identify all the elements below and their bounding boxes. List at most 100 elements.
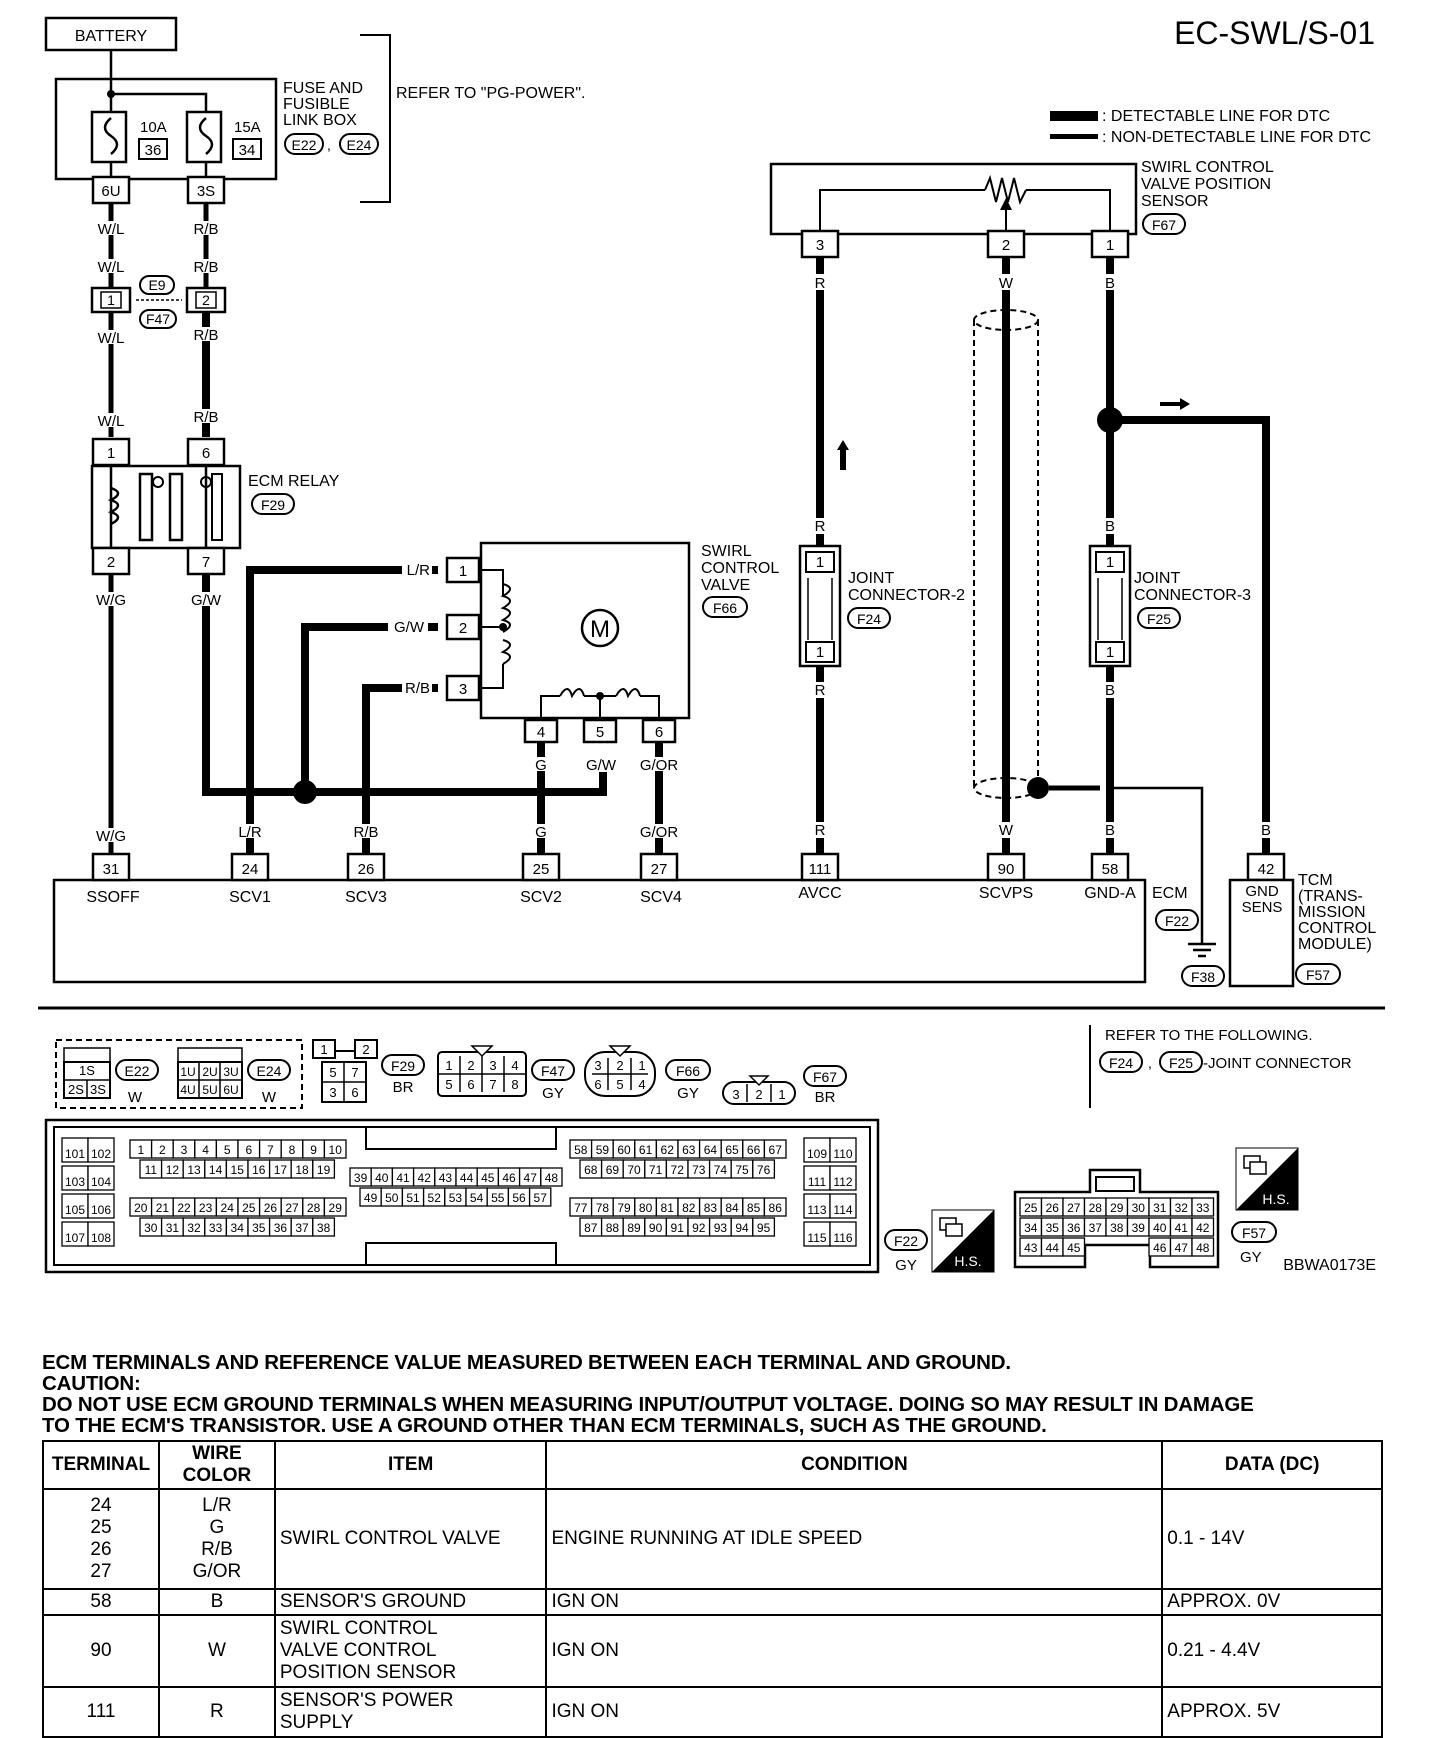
page-id: EC-SWL/S-01 xyxy=(1174,15,1375,51)
valve-terminal-1: 1 xyxy=(459,563,467,580)
joint3-line1: JOINT xyxy=(1134,570,1180,587)
view-conn-f66: F66 xyxy=(676,1063,700,1079)
face-conn-f22: F22 xyxy=(894,1233,918,1249)
pin-cell xyxy=(829,1221,857,1247)
ecm-terminal-27: 27 xyxy=(651,861,668,878)
tcm-line1: TCM xyxy=(1298,872,1333,889)
cell-terminal: 26 xyxy=(90,1539,112,1560)
pin-cell xyxy=(763,1139,787,1159)
face-color-f57: GY xyxy=(1240,1249,1262,1266)
header-wire-color: WIRE COLOR xyxy=(157,1440,276,1490)
pin-label: 40 xyxy=(1153,1221,1167,1235)
f66-cell-5: 5 xyxy=(616,1077,623,1092)
pin-cell xyxy=(312,1159,336,1179)
conn-e9: E9 xyxy=(148,277,165,293)
pin-label: 93 xyxy=(714,1221,728,1235)
ecm-pin-scv4: SCV4 xyxy=(640,889,682,906)
fuse-box-line2: FUSIBLE xyxy=(283,96,350,113)
f66-cell-1: 1 xyxy=(638,1058,645,1073)
f66-cell-3: 3 xyxy=(594,1058,601,1073)
pin-cell xyxy=(752,1217,776,1237)
e22-cell-1s: 1S xyxy=(79,1063,95,1078)
scvps-terminal-1: 1 xyxy=(1106,237,1114,254)
fuse-left-number: 36 xyxy=(145,142,162,159)
fuse-box-line3: LINK BOX xyxy=(283,112,357,129)
row4-terminal: 111 xyxy=(42,1686,160,1738)
f29-cell-6: 6 xyxy=(351,1085,358,1100)
wire-gw-valve: G/W xyxy=(394,619,425,636)
e24-cell-1u: 1U xyxy=(180,1065,195,1079)
relay-terminal-7: 7 xyxy=(202,554,210,571)
table-row: 24 25 26 27 L/R G R/B G/OR SWIRL CONTROL… xyxy=(42,1488,1383,1590)
cell-terminal: 25 xyxy=(90,1517,112,1538)
pin-label: 31 xyxy=(166,1221,180,1235)
pin-label: 107 xyxy=(65,1231,85,1245)
wire-wl-4: W/L xyxy=(98,413,125,430)
wire-lr-valve: L/R xyxy=(407,562,431,579)
view-color-f47: GY xyxy=(542,1085,564,1102)
pin-cell xyxy=(803,1193,831,1219)
ecm-pin-scvps: SCVPS xyxy=(979,885,1033,902)
view-color-f66: GY xyxy=(677,1085,699,1102)
pin-cell xyxy=(829,1165,857,1191)
pin-label: 91 xyxy=(671,1221,685,1235)
f67-cell-1: 1 xyxy=(778,1087,785,1102)
battery-label: BATTERY xyxy=(75,28,148,45)
pin-label: 68 xyxy=(584,1163,598,1177)
wire-rb-2: R/B xyxy=(193,259,218,276)
wire-gor-1: G/OR xyxy=(640,757,679,774)
wire-b-tcm: B xyxy=(1261,822,1271,839)
pin-label: 13 xyxy=(187,1163,201,1177)
view-conn-e22: E22 xyxy=(125,1063,150,1079)
pin-label: 48 xyxy=(1196,1241,1210,1255)
pin-label: 21 xyxy=(156,1201,170,1215)
conn-f22: F22 xyxy=(1165,913,1189,929)
pin-cell xyxy=(323,1197,347,1217)
pin-label: 2 xyxy=(159,1143,166,1157)
cell-item-line: POSITION SENSOR xyxy=(279,1662,457,1683)
pin-label: 9 xyxy=(310,1143,317,1157)
pin-label: 39 xyxy=(354,1171,368,1185)
connector-views: 1S 2S 3S E22 W 1U 2U 3U 4U 5U 6U E24 W 1… xyxy=(55,1025,1352,1109)
view-color-f29: BR xyxy=(393,1079,414,1096)
pin-label: 105 xyxy=(65,1203,85,1217)
wire-b-4: B xyxy=(1105,822,1115,839)
cell-wire-color: G xyxy=(209,1517,225,1538)
conn-f38: F38 xyxy=(1191,969,1215,985)
cell-item-line: SWIRL CONTROL xyxy=(279,1618,438,1639)
pin-cell xyxy=(87,1193,115,1219)
pin-cell xyxy=(752,1159,776,1179)
pin-label: 90 xyxy=(649,1221,663,1235)
legend: : DETECTABLE LINE FOR DTC : NON-DETECTAB… xyxy=(1050,108,1371,146)
pin-label: 46 xyxy=(502,1171,516,1185)
ecm-label: ECM xyxy=(1152,885,1188,902)
notes-line1: ECM TERMINALS AND REFERENCE VALUE MEASUR… xyxy=(42,1351,1011,1374)
relay-terminal-6: 6 xyxy=(202,445,210,462)
pin-label: 71 xyxy=(649,1163,663,1177)
cell-wire-color: L/R xyxy=(202,1495,232,1516)
pin-label: 25 xyxy=(242,1201,256,1215)
pin-label: 36 xyxy=(274,1221,288,1235)
f29-cell-1: 1 xyxy=(320,1042,327,1057)
pin-label: 1 xyxy=(137,1143,144,1157)
cell-item-line: SENSOR'S POWER xyxy=(279,1690,454,1711)
pin-label: 113 xyxy=(807,1203,826,1217)
pin-label: 58 xyxy=(574,1143,588,1157)
pin-label: 11 xyxy=(145,1163,158,1177)
pin-label: 62 xyxy=(661,1143,675,1157)
joint2-terminal-bottom: 1 xyxy=(816,644,824,661)
ecm-terminal-26: 26 xyxy=(358,861,375,878)
conn-f24: F24 xyxy=(857,611,881,627)
pin-label: 52 xyxy=(428,1191,442,1205)
pin-label: 18 xyxy=(295,1163,309,1177)
pin-label: 116 xyxy=(833,1231,852,1245)
reference-table: TERMINAL WIRE COLOR ITEM CONDITION DATA … xyxy=(42,1440,1383,1738)
wire-b-3: B xyxy=(1105,682,1115,699)
f47-cell-6: 6 xyxy=(467,1077,474,1092)
pin-cell xyxy=(1062,1237,1086,1257)
wire-g-2: G xyxy=(535,824,547,841)
pin-cell xyxy=(323,1139,347,1159)
swirl-valve-line3: VALVE xyxy=(701,577,750,594)
header-data: DATA (DC) xyxy=(1161,1440,1383,1490)
